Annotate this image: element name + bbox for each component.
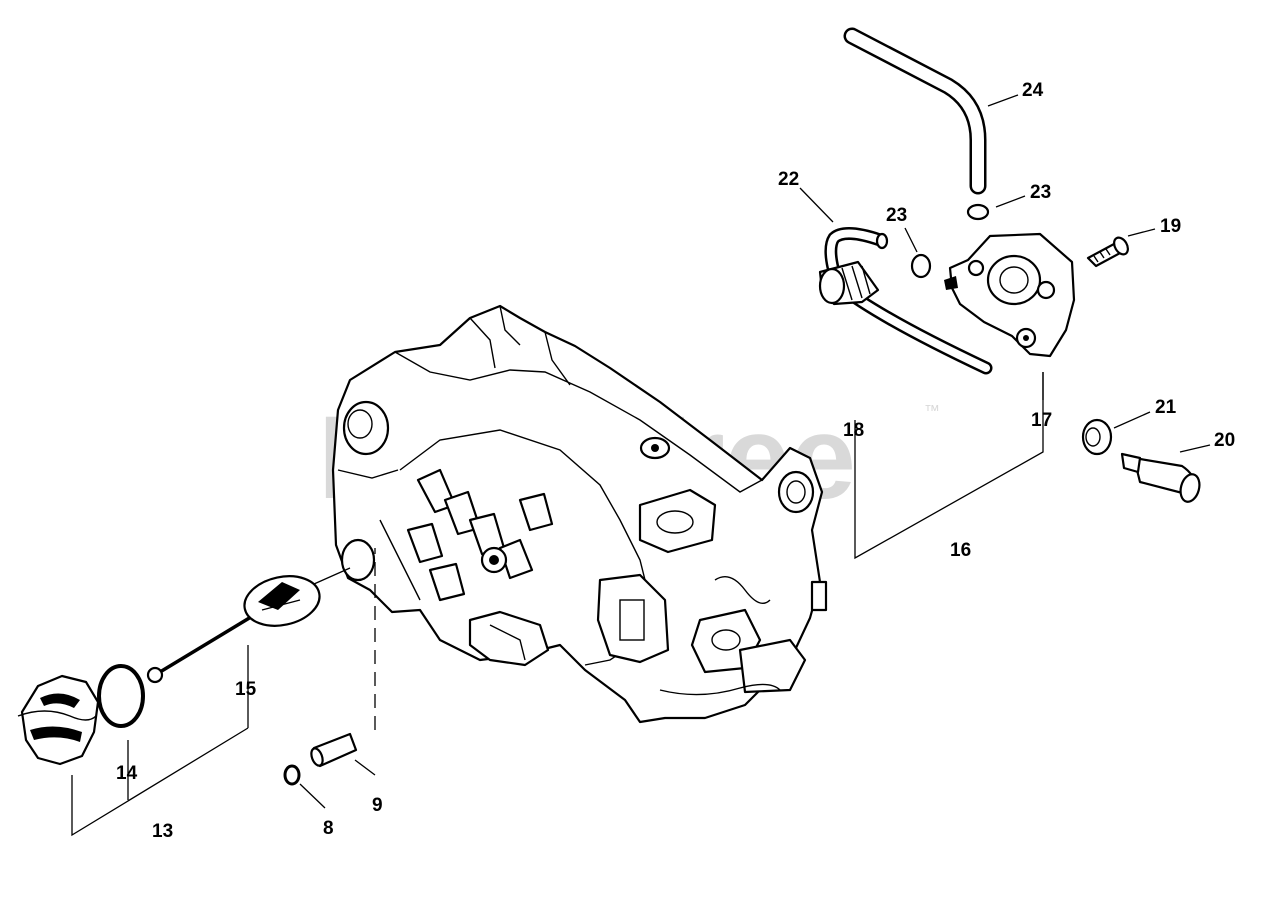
part-18-worm-gear[interactable]	[818, 260, 880, 306]
callout-17[interactable]: 17	[1031, 410, 1052, 431]
callout-16[interactable]: 16	[950, 540, 971, 561]
callout-22[interactable]: 22	[778, 169, 799, 190]
part-23-grommet-left[interactable]	[910, 253, 932, 279]
part-15-oil-strainer[interactable]	[146, 570, 324, 684]
part-19-screw[interactable]	[1086, 235, 1131, 268]
part-21-collar[interactable]	[1081, 418, 1113, 456]
part-23-grommet-top[interactable]	[966, 203, 990, 221]
callout-18[interactable]: 18	[843, 420, 864, 441]
crankcase-housing[interactable]	[331, 304, 828, 724]
callout-23-top[interactable]: 23	[1030, 182, 1051, 203]
part-17-oil-pump[interactable]	[944, 232, 1076, 358]
callout-14[interactable]: 14	[116, 763, 138, 784]
part-20-oil-filter[interactable]	[1120, 452, 1202, 504]
callout-15[interactable]: 15	[235, 679, 257, 700]
callout-labels: 8 9 13 14 15 16 17 18 19 20 21 22 23 23 …	[116, 80, 1235, 842]
callout-9[interactable]: 9	[372, 795, 383, 816]
watermark-trademark: ™	[924, 403, 940, 420]
callout-21[interactable]: 21	[1155, 397, 1177, 418]
callout-13[interactable]: 13	[152, 821, 173, 842]
part-8-small-ring[interactable]	[283, 764, 301, 786]
part-14-o-ring[interactable]	[97, 664, 145, 728]
part-13-oil-cap[interactable]	[17, 674, 100, 766]
callout-20[interactable]: 20	[1214, 430, 1235, 451]
leader-lines	[71, 94, 1211, 837]
callout-19[interactable]: 19	[1160, 216, 1181, 237]
part-24-oil-hose[interactable]	[843, 27, 987, 195]
flywheel-fins	[406, 468, 554, 602]
part-9-pin[interactable]	[309, 732, 358, 768]
callout-24[interactable]: 24	[1022, 80, 1044, 101]
callout-23-left[interactable]: 23	[886, 205, 907, 226]
callout-8[interactable]: 8	[323, 818, 334, 839]
